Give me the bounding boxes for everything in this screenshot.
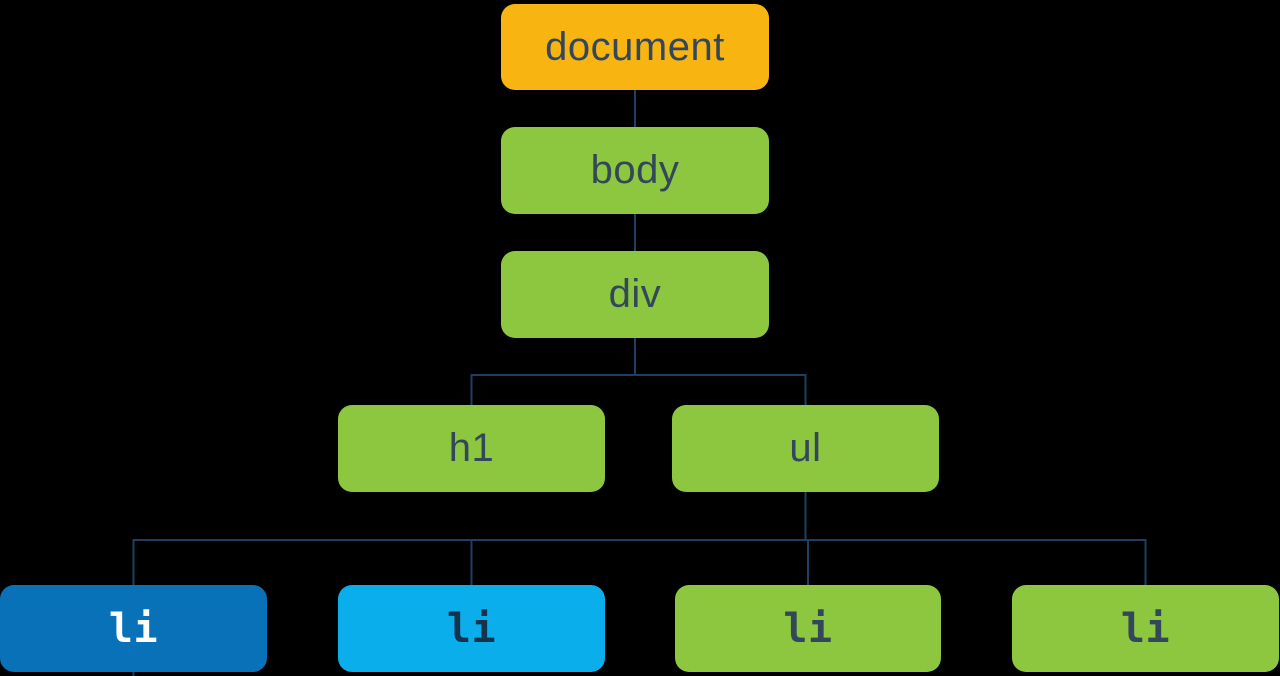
node-li-3-label: li xyxy=(783,605,833,652)
node-document-label: document xyxy=(545,24,725,69)
node-div-label: div xyxy=(608,272,662,316)
node-li-2-label: li xyxy=(446,605,497,652)
node-ul-label: ul xyxy=(789,426,822,470)
node-ul: ul xyxy=(672,405,939,492)
node-li-1-label: li xyxy=(108,605,159,652)
node-body: body xyxy=(501,127,769,214)
connector-ul-children xyxy=(132,492,1147,585)
node-li-4: li xyxy=(1012,585,1279,672)
node-h1-label: h1 xyxy=(448,426,495,470)
node-li-2: li xyxy=(338,585,605,672)
connector-div-children xyxy=(470,338,807,405)
node-li-1: li xyxy=(0,585,267,672)
node-body-label: body xyxy=(590,148,680,192)
node-li-3: li xyxy=(675,585,941,672)
node-document: document xyxy=(501,4,769,90)
node-li-4-label: li xyxy=(1120,605,1171,652)
node-h1: h1 xyxy=(338,405,605,492)
node-div: div xyxy=(501,251,769,338)
